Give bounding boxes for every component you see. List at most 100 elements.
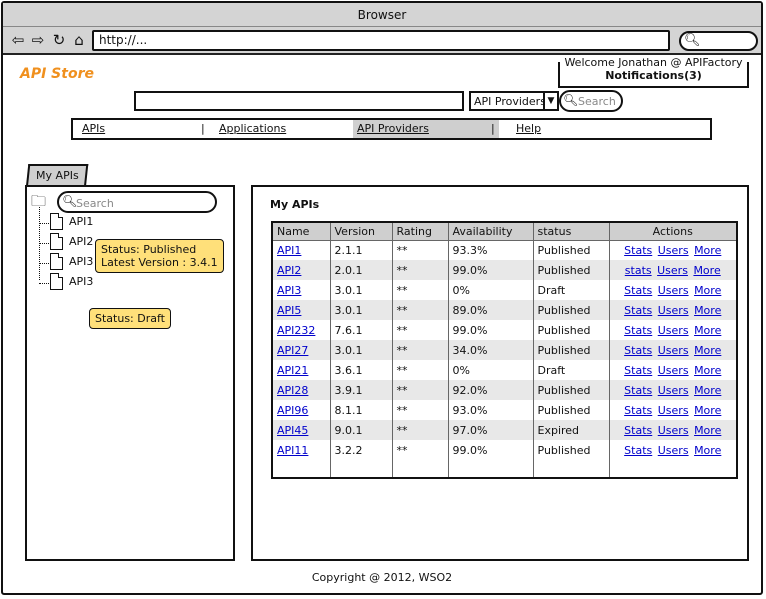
menu-item-api-providers[interactable]: API Providers xyxy=(353,120,499,138)
api-name-link[interactable]: API11 xyxy=(277,443,309,457)
more-link[interactable]: More xyxy=(694,243,722,257)
actions-cell: Stats Users More xyxy=(609,280,738,300)
version-cell: 7.6.1 xyxy=(330,320,393,340)
search-icon: 🔍︎ xyxy=(62,194,78,208)
column-header[interactable]: Rating xyxy=(392,222,449,241)
stats-link[interactable]: Stats xyxy=(624,363,653,377)
column-header[interactable]: status xyxy=(533,222,610,241)
forward-icon[interactable]: ⇨ xyxy=(31,31,45,49)
menu-item-applications[interactable]: Applications xyxy=(215,120,286,138)
api-name-link[interactable]: API45 xyxy=(277,423,309,437)
rating-cell: ** xyxy=(392,300,449,320)
stats-link[interactable]: Stats xyxy=(624,303,653,317)
tree-search-input[interactable]: 🔍︎ Search xyxy=(57,191,217,213)
users-link[interactable]: Users xyxy=(657,383,689,397)
more-link[interactable]: More xyxy=(694,323,722,337)
api-name-link[interactable]: API1 xyxy=(277,243,302,257)
api-name-link[interactable]: API5 xyxy=(277,303,302,317)
more-link[interactable]: More xyxy=(694,363,722,377)
api-name-link[interactable]: API232 xyxy=(277,323,316,337)
status-cell: Published xyxy=(533,340,610,360)
menu-item-help[interactable]: Help xyxy=(512,120,541,138)
document-icon xyxy=(50,213,63,230)
column-header[interactable]: Availability xyxy=(448,222,534,241)
api-name-link[interactable]: API27 xyxy=(277,343,309,357)
status-cell: Published xyxy=(533,400,610,420)
users-link[interactable]: Users xyxy=(657,243,689,257)
document-icon xyxy=(50,233,63,250)
footer-copyright: Copyright @ 2012, WSO2 xyxy=(311,571,453,584)
status-cell: Expired xyxy=(533,420,610,440)
browser-search-input[interactable]: 🔍︎ xyxy=(679,31,758,51)
stats-link[interactable]: Stats xyxy=(624,383,653,397)
status-cell: Published xyxy=(533,300,610,320)
users-link[interactable]: Users xyxy=(657,423,689,437)
availability-cell: 99.0% xyxy=(448,320,534,340)
more-link[interactable]: More xyxy=(694,343,722,357)
tree-item-label: API2 xyxy=(69,235,94,248)
stats-link[interactable]: stats xyxy=(624,263,652,277)
stats-link[interactable]: Stats xyxy=(624,403,653,417)
column-header[interactable]: Actions xyxy=(609,222,738,241)
users-link[interactable]: Users xyxy=(657,283,689,297)
more-link[interactable]: More xyxy=(694,383,722,397)
more-link[interactable]: More xyxy=(694,283,722,297)
url-field[interactable]: http://... xyxy=(92,30,670,51)
actions-cell: Stats Users More xyxy=(609,420,738,440)
users-link[interactable]: Users xyxy=(657,323,689,337)
tooltip-status: Status: Published xyxy=(101,243,197,256)
notifications-link[interactable]: Notifications(3) xyxy=(605,69,702,82)
more-link[interactable]: More xyxy=(694,423,722,437)
folder-icon[interactable]: 🗀 xyxy=(31,192,47,210)
menu-item-apis[interactable]: APIs xyxy=(78,120,105,138)
chevron-down-icon[interactable]: ▼ xyxy=(543,91,559,111)
version-cell: 2.1.1 xyxy=(330,240,393,260)
stats-link[interactable]: Stats xyxy=(624,243,653,257)
status-cell: Published xyxy=(533,240,610,260)
status-cell: Draft xyxy=(533,280,610,300)
users-link[interactable]: Users xyxy=(657,303,689,317)
more-link[interactable]: More xyxy=(693,263,721,277)
column-header[interactable]: Version xyxy=(330,222,393,241)
rating-cell: ** xyxy=(392,240,449,260)
version-cell: 2.0.1 xyxy=(330,260,393,280)
users-link[interactable]: Users xyxy=(657,443,689,457)
provider-select[interactable]: API Providers ▼ xyxy=(469,91,559,111)
back-icon[interactable]: ⇦ xyxy=(11,31,25,49)
users-link[interactable]: Users xyxy=(657,263,688,277)
more-link[interactable]: More xyxy=(694,403,722,417)
reload-icon[interactable]: ↻ xyxy=(52,31,66,49)
users-link[interactable]: Users xyxy=(657,403,689,417)
stats-link[interactable]: Stats xyxy=(624,443,653,457)
api-name-link[interactable]: API2 xyxy=(277,263,302,277)
more-link[interactable]: More xyxy=(694,303,722,317)
users-link[interactable]: Users xyxy=(657,363,689,377)
stats-link[interactable]: Stats xyxy=(624,323,653,337)
stats-link[interactable]: Stats xyxy=(624,283,653,297)
api-tree-panel: 🗀 🔍︎ Search API1 API2 API3 API3 Status: … xyxy=(25,185,235,561)
tab-my-apis[interactable]: My APIs xyxy=(26,164,89,186)
more-link[interactable]: More xyxy=(694,443,722,457)
actions-cell: Stats Users More xyxy=(609,360,738,380)
api-name-cell: API11 xyxy=(272,440,331,460)
user-welcome-box: Welcome Jonathan @ APIFactory Notificati… xyxy=(558,57,749,88)
api-name-link[interactable]: API3 xyxy=(277,283,302,297)
document-icon xyxy=(50,253,63,270)
stats-link[interactable]: Stats xyxy=(624,423,653,437)
store-search-input[interactable] xyxy=(134,91,464,111)
stats-link[interactable]: Stats xyxy=(624,343,653,357)
api-name-link[interactable]: API21 xyxy=(277,363,309,377)
search-button[interactable]: 🔍︎ Search xyxy=(559,90,623,112)
home-icon[interactable]: ⌂ xyxy=(74,31,84,49)
api-name-link[interactable]: API96 xyxy=(277,403,309,417)
users-link[interactable]: Users xyxy=(657,343,689,357)
actions-cell: Stats Users More xyxy=(609,300,738,320)
status-cell: Draft xyxy=(533,360,610,380)
column-header[interactable]: Name xyxy=(272,222,331,241)
api-name-link[interactable]: API28 xyxy=(277,383,309,397)
